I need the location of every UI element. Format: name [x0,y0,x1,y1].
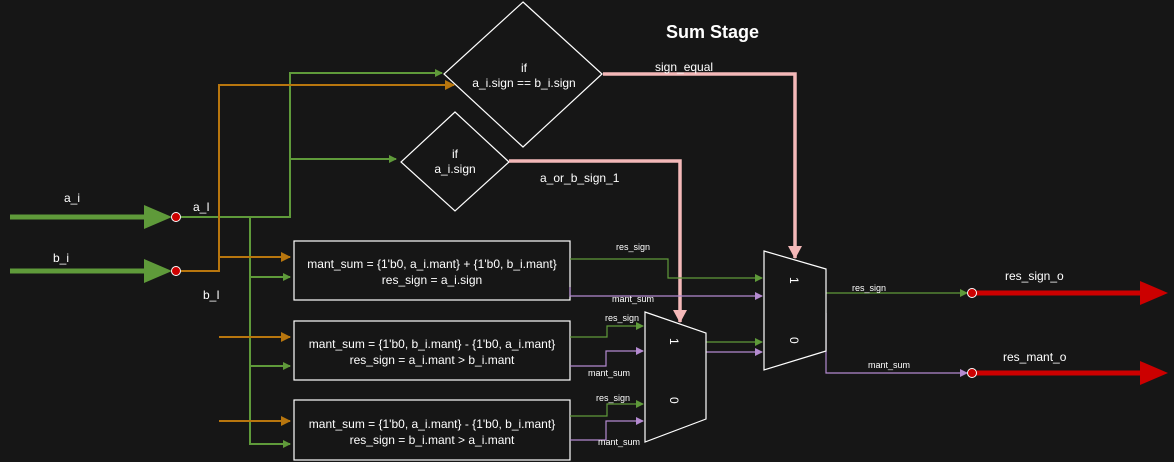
wire-label-mant-sum-3: mant_sum [598,437,640,447]
input-a-arrow [10,205,172,229]
a-sign-condition: a_i.sign [434,162,475,176]
select-wires [509,72,802,323]
input-a-label: a_i [64,191,80,205]
diagram-title: Sum Stage [666,22,759,42]
mux-final-input-0: 0 [787,337,801,344]
mux-first: 1 0 [644,311,707,443]
box-sub-ab-line1: mant_sum = {1'b0, a_i.mant} - {1'b0, b_i… [309,417,555,431]
a-or-b-sign-wire-label: a_or_b_sign_1 [540,171,620,185]
a-sign-decision: if a_i.sign [400,111,510,212]
mux-first-input-0: 0 [667,397,681,404]
mux-first-input-1: 1 [667,338,681,345]
res-sign-wires [570,258,968,417]
wire-label-res-sign-2: res_sign [605,313,639,323]
b-bus-wires [181,80,455,426]
wire-label-res-sign-3: res_sign [596,393,630,403]
output-mant-port [967,368,977,378]
output-mant-arrow [976,361,1168,385]
output-sign-arrow [976,281,1168,305]
output-sign-port [967,288,977,298]
mux-final: 1 0 [763,250,827,371]
output-sign-label: res_sign_o [1005,269,1064,283]
box-sub-ba-line2: res_sign = a_i.mant > b_i.mant [350,353,515,367]
box-sub-ab-line2: res_sign = b_i.mant > a_i.mant [350,433,515,447]
input-a-port [171,212,181,222]
input-b-port [171,266,181,276]
sign-equal-wire-label: sign_equal [655,60,713,74]
output-mant-label: res_mant_o [1003,350,1067,364]
box-add-line1: mant_sum = {1'b0, a_i.mant} + {1'b0, b_i… [307,257,556,271]
b-bus-label: b_I [203,288,220,302]
a-bus-label: a_I [193,200,210,214]
input-b-arrow [10,259,172,283]
sign-equal-decision: if a_i.sign == b_i.sign [443,1,603,148]
wire-label-res-sign-out: res_sign [852,283,886,293]
box-add: mant_sum = {1'b0, a_i.mant} + {1'b0, b_i… [293,240,571,301]
box-sub-b-minus-a: mant_sum = {1'b0, b_i.mant} - {1'b0, a_i… [293,320,571,381]
a-sign-if: if [452,147,459,161]
mux-final-input-1: 1 [787,277,801,284]
wire-label-mant-sum-1: mant_sum [612,294,654,304]
wire-label-res-sign-1: res_sign [616,242,650,252]
box-sub-ba-line1: mant_sum = {1'b0, b_i.mant} - {1'b0, a_i… [309,337,555,351]
sign-equal-if: if [521,61,528,75]
input-b-label: b_i [53,251,69,265]
a-bus-wires [181,69,443,448]
sign-equal-condition: a_i.sign == b_i.sign [472,76,575,90]
wire-label-mant-sum-2: mant_sum [588,368,630,378]
box-add-line2: res_sign = a_i.sign [382,273,482,287]
box-sub-a-minus-b: mant_sum = {1'b0, a_i.mant} - {1'b0, b_i… [293,399,571,461]
wire-label-mant-sum-out: mant_sum [868,360,910,370]
